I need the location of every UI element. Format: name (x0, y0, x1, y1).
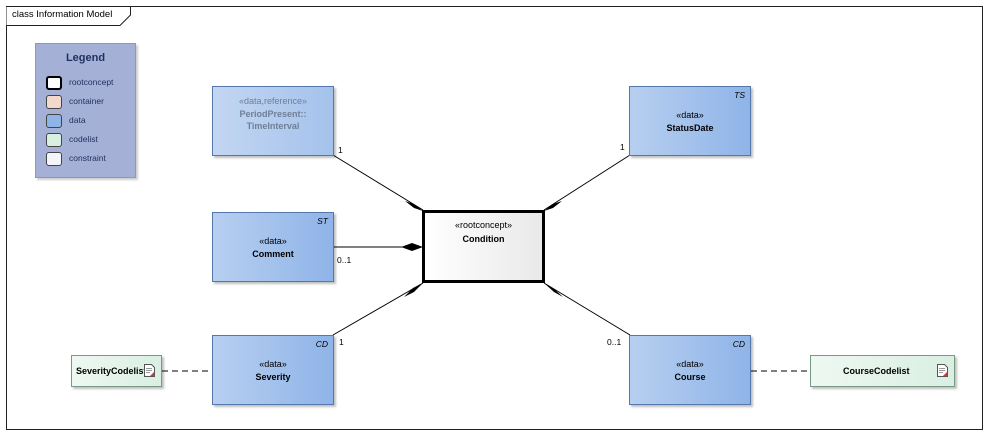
legend-label: container (69, 96, 104, 106)
composition-diamond-course (544, 283, 563, 297)
legend-label: data (69, 115, 86, 125)
legend-swatch-constraint (46, 152, 62, 166)
class-status-date[interactable]: TS «data» StatusDate (629, 86, 751, 156)
legend-swatch-codelist (46, 133, 62, 147)
document-icon (144, 364, 155, 377)
legend-swatch-rootconcept (46, 76, 62, 90)
class-type-tag: TS (734, 90, 745, 100)
class-stereotype: «data» (676, 359, 704, 369)
legend-swatch-data (46, 114, 62, 128)
legend-label: constraint (69, 153, 106, 163)
class-comment[interactable]: ST «data» Comment (212, 212, 334, 282)
frame-title: class Information Model (12, 9, 113, 20)
legend-panel: Legend rootconcept container data codeli… (35, 43, 136, 178)
multiplicity-course: 0..1 (607, 337, 622, 347)
composition-diamond-severity (404, 283, 423, 297)
connector-status-date (543, 154, 631, 211)
legend-label: codelist (69, 134, 98, 144)
class-stereotype: «rootconcept» (454, 220, 513, 230)
class-name-line1: PeriodPresent:: (239, 109, 307, 119)
composition-diamond-period-present (405, 201, 423, 211)
class-name: Severity (255, 372, 291, 382)
class-severity[interactable]: CD «data» Severity (212, 335, 334, 405)
legend-label: rootconcept (69, 77, 114, 87)
class-name-line2: TimeInterval (246, 121, 300, 131)
class-stereotype: «data» (676, 110, 704, 120)
class-type-tag: CD (732, 339, 745, 349)
codelist-name: CourseCodelist (843, 366, 910, 376)
legend-title: Legend (65, 52, 106, 64)
class-stereotype: «data» (259, 359, 287, 369)
multiplicity-comment: 0..1 (337, 255, 352, 265)
class-course[interactable]: CD «data» Course (629, 335, 751, 405)
connector-course (543, 282, 631, 336)
class-name: Course (674, 372, 706, 382)
connector-severity (332, 282, 424, 336)
class-name: Condition (462, 234, 505, 244)
class-type-tag: CD (315, 339, 328, 349)
codelist-severity[interactable]: SeverityCodelist (71, 355, 162, 387)
class-period-present-time-interval[interactable]: «data,reference» PeriodPresent:: TimeInt… (212, 86, 334, 156)
multiplicity-period-present: 1 (338, 145, 343, 155)
class-type-tag: ST (317, 216, 328, 226)
legend-swatch-container (46, 95, 62, 109)
codelist-name: SeverityCodelist (76, 366, 147, 376)
codelist-course[interactable]: CourseCodelist (810, 355, 955, 387)
class-name: StatusDate (666, 123, 714, 133)
multiplicity-status-date: 1 (620, 142, 625, 152)
class-stereotype: «data,reference» (238, 96, 308, 106)
class-stereotype: «data» (259, 236, 287, 246)
multiplicity-severity: 1 (339, 337, 344, 347)
composition-diamond-status-date (544, 201, 562, 211)
document-icon (937, 364, 948, 377)
frame-tab-outline (6, 6, 131, 26)
composition-diamond-comment (401, 243, 423, 251)
class-name: Comment (252, 249, 294, 259)
connector-period-present (332, 154, 424, 211)
class-condition-rootconcept[interactable]: «rootconcept» Condition (422, 210, 545, 283)
